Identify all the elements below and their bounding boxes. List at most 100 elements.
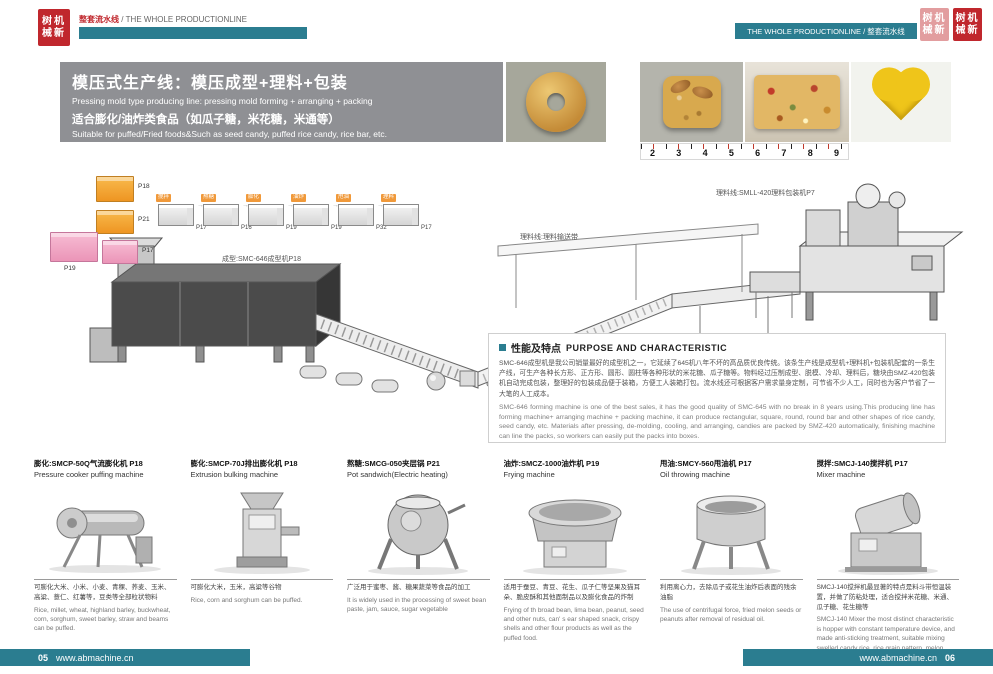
photo-seed-candy-ring	[506, 62, 606, 142]
header-label-left: 整套流水线 / THE WHOLE PRODUCTIONLINE	[79, 14, 247, 25]
machine-thumb	[203, 204, 239, 226]
machine-thumb	[383, 204, 419, 226]
product-desc-en: The use of centrifugal force, fried melo…	[660, 606, 802, 623]
production-line-diagram: P18 P21 P19 P17 搅拌 P17 → 熬糖 P16 → 膨化 P19…	[0, 168, 993, 453]
seal-text-bottom: 械新	[42, 28, 66, 39]
oil-throwing-machine-image	[681, 495, 782, 575]
product-title-cn: 膨化:SMCP-70J排出膨化机 P18	[190, 459, 298, 468]
brand-seal-stamp: 树机 械新	[38, 9, 70, 46]
header-label-cn: 整套流水线	[79, 15, 119, 24]
ruler-number: 5	[728, 148, 734, 158]
heart-candy-image	[876, 72, 926, 121]
product-photo	[504, 481, 647, 575]
machine-tag: 搅拌	[156, 194, 172, 202]
row-machine: 膨化 P19 →	[246, 194, 297, 234]
product-card-extrusion-70j: 膨化:SMCP-70J排出膨化机 P18 Extrusion bulking m…	[190, 458, 333, 662]
product-divider	[503, 579, 646, 580]
seal-text-top: 树机	[42, 15, 66, 27]
footer-bar-right: www.abmachine.cn 06	[743, 649, 993, 666]
brand-seal-stamp-faded: 树机 械新	[920, 8, 949, 41]
row-machine: 熬糖 P16 →	[201, 194, 252, 234]
product-title-cn: 熬糖:SMCG-050夹层锅 P21	[347, 459, 440, 468]
product-desc-cn: 可膨化大米，玉米，高粱等谷物	[190, 584, 282, 591]
square-bullet-icon	[499, 344, 506, 351]
product-photo	[817, 481, 960, 575]
mini-machine-orange-1	[96, 176, 134, 202]
machine-page-label: P19	[64, 265, 76, 272]
ruler-ticks	[641, 144, 848, 149]
extrusion-machine-image	[213, 492, 310, 574]
mini-machine-pink-2	[102, 240, 138, 264]
product-divider	[816, 579, 959, 580]
product-divider	[660, 579, 803, 580]
machine-thumb	[158, 204, 194, 226]
product-desc-cn: 利用离心力，去除瓜子或花生油炸后表面的残余油脂	[660, 584, 797, 601]
flow-arrow-icon: →	[287, 202, 294, 209]
purpose-title-cn: 性能及特点	[511, 344, 561, 355]
flow-arrow-icon: →	[377, 202, 384, 209]
product-card-fryer-1000: 油炸:SMCZ-1000油炸机 P19 Frying machine 适用于蚕豆…	[503, 458, 647, 662]
product-photo	[660, 481, 803, 575]
machine-tag: 理料	[381, 194, 397, 202]
ruler-numbers: 2 3 4 5 6 7 8 9	[641, 148, 848, 159]
product-title-en: Extrusion bulking machine	[190, 470, 279, 479]
product-card-oil-thrower-560: 甩油:SMCY-560甩油机 P17 Oil throwing machine …	[660, 458, 803, 662]
almond-image	[690, 84, 714, 101]
footer-bar-left: 05 www.abmachine.cn	[0, 649, 250, 666]
row-machine: 搅拌 P17 →	[156, 194, 207, 234]
photo-almond-candy	[640, 62, 743, 142]
header-bar-left	[79, 27, 307, 39]
product-divider	[34, 579, 177, 580]
machine-page-label: P21	[138, 216, 150, 223]
product-desc-cn: 广泛用于蜜枣、酱、糖果蔬菜等食品的加工	[347, 584, 471, 591]
ruler-number: 4	[702, 148, 708, 158]
mini-machine-pink-1	[50, 232, 98, 262]
photo-rice-bar	[745, 62, 849, 142]
banner-line2-cn: 适合膨化/油炸类食品（如瓜子糖，米花糖，米通等）	[72, 114, 340, 126]
flow-arrow-icon: →	[197, 202, 204, 209]
product-card-kettle-050: 熬糖:SMCG-050夹层锅 P21 Pot sandwich(Electric…	[347, 458, 490, 662]
banner-subtitle-en: Pressing mold type producing line: press…	[72, 96, 373, 106]
machine-tag: 膨化	[246, 194, 262, 202]
purpose-title-en: PURPOSE AND CHARACTERISTIC	[566, 342, 728, 353]
seal-text-top: 树机	[922, 12, 947, 24]
row-machine: 甩油 P32 →	[336, 194, 387, 234]
product-desc-cn: SMCJ-140搅拌机最显著的特点是料斗带恒温装置，并做了防粘处理，适合搅拌米花…	[816, 584, 954, 611]
machine-page-label: P19	[331, 225, 342, 231]
flow-arrow-icon: →	[332, 202, 339, 209]
machine-tag: 甩油	[336, 194, 352, 202]
product-title-en: Oil throwing machine	[660, 470, 731, 479]
seal-text-bottom: 械新	[955, 25, 980, 36]
machine-tag: 油炸	[291, 194, 307, 202]
machine-page-label: P17	[196, 225, 207, 231]
machine-tag: 熬糖	[201, 194, 217, 202]
ruler-number: 2	[650, 148, 656, 158]
product-photo	[34, 481, 177, 575]
diagram-label-arranging: 理料线:理料输送带	[520, 234, 578, 241]
purpose-title: 性能及特点 PURPOSE AND CHARACTERISTIC	[499, 340, 935, 355]
product-title-en: Pot sandwich(Electric heating)	[347, 470, 448, 479]
banner-title-cn: 模压式生产线：模压成型+理料+包装	[72, 75, 348, 92]
page-number-right: 06	[944, 652, 955, 663]
diagram-label-forming: 成型:SMC-646成型机P18	[222, 256, 301, 263]
machine-thumb	[338, 204, 374, 226]
product-photo	[347, 481, 490, 575]
header-bar-right: THE WHOLE PRODUCTIONLINE / 整套流水线	[735, 23, 917, 39]
product-desc-en: It is widely used in the processing of s…	[347, 596, 487, 614]
frying-machine-image	[522, 499, 627, 575]
page-number-left: 05	[38, 652, 49, 663]
photo-heart-candy	[851, 62, 951, 142]
machine-page-label: P16	[241, 225, 252, 231]
site-url: www.abmachine.cn	[859, 652, 937, 663]
product-cards: 膨化:SMCP-50Q气流膨化机 P18 Pressure cooker puf…	[34, 458, 959, 662]
purpose-text-en: SMC-646 forming machine is one of the be…	[499, 403, 935, 441]
banner-line2-en: Suitable for puffed/Fried foods&Such as …	[72, 129, 388, 139]
title-banner: 模压式生产线：模压成型+理料+包装 Pressing mold type pro…	[60, 62, 503, 142]
product-card-puffing-50q: 膨化:SMCP-50Q气流膨化机 P18 Pressure cooker puf…	[34, 458, 177, 662]
product-desc-en: Rice, millet, wheat, highland barley, bu…	[34, 606, 171, 633]
seed-candy-ring-image	[526, 72, 586, 132]
flow-arrow-icon: →	[242, 202, 249, 209]
product-divider	[190, 579, 333, 580]
almond-candy-image	[662, 76, 721, 128]
